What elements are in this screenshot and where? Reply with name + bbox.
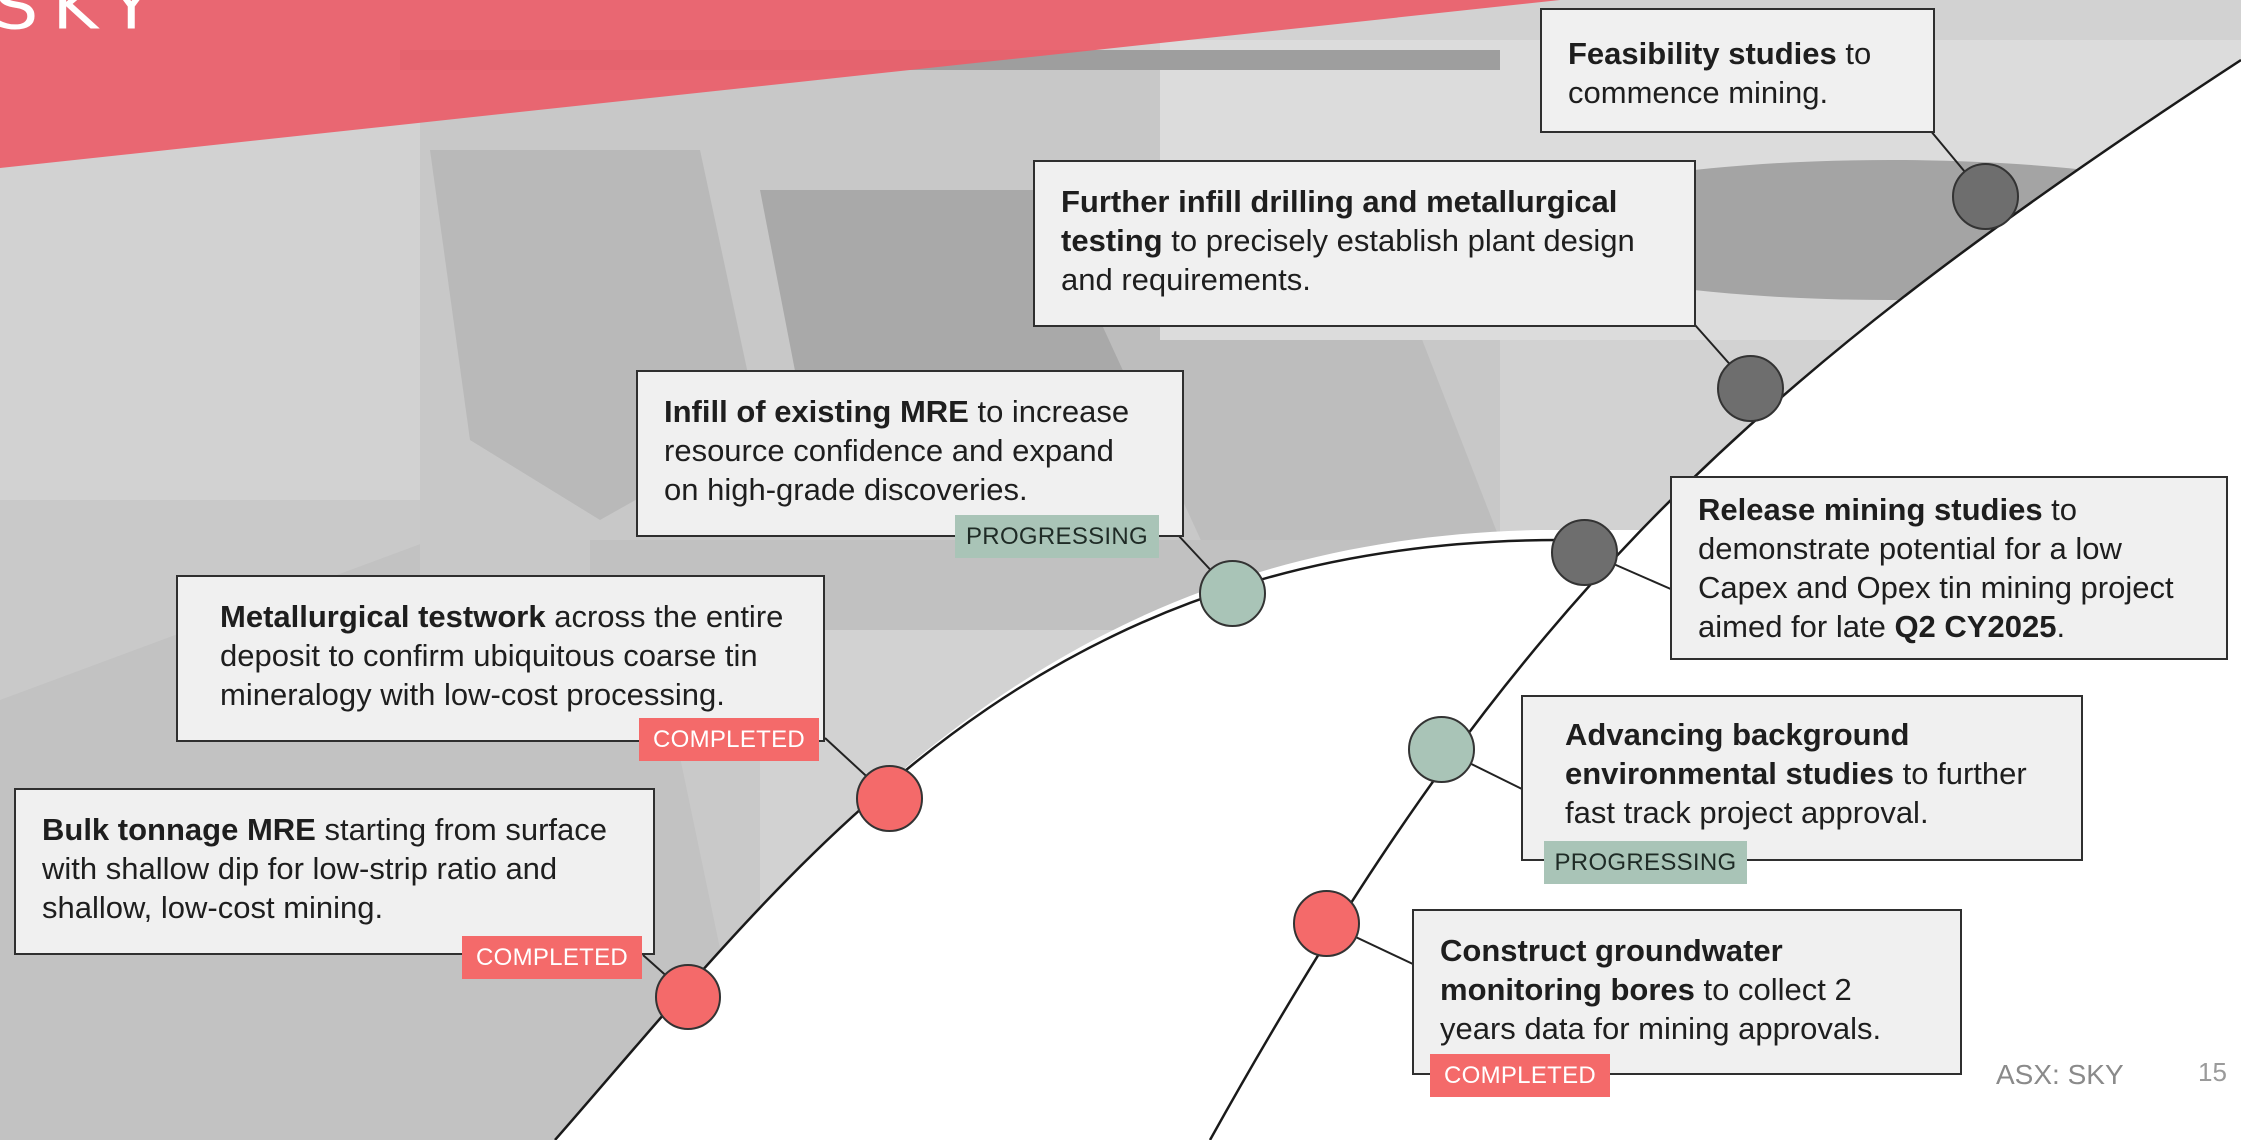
step-target-date: Q2 CY2025 — [1894, 609, 2057, 644]
step-title: Metallurgical testwork — [220, 599, 546, 634]
step-title: Feasibility studies — [1568, 36, 1837, 71]
step-title: Further infill drilling and metallurgica… — [1061, 184, 1618, 258]
step-title: Advancing background environmental studi… — [1565, 717, 1910, 791]
step-description: to demonstrate potential for a low Capex… — [1698, 492, 2174, 644]
step-box-metallurgical: Metallurgical testwork across the entire… — [176, 575, 825, 742]
status-badge-metallurgical: COMPLETED — [639, 718, 819, 761]
step-title: Infill of existing MRE — [664, 394, 969, 429]
status-badge-bulk: COMPLETED — [462, 936, 642, 979]
milestone-node-groundwater — [1293, 890, 1360, 957]
milestone-node-feasibility — [1952, 163, 2019, 230]
milestone-node-bulk — [655, 964, 721, 1030]
page-number: 15 — [2198, 1057, 2227, 1087]
milestone-node-further-infill — [1717, 355, 1784, 422]
milestone-node-environmental — [1408, 716, 1475, 783]
step-description: to increase resource confidence and expa… — [664, 394, 1130, 507]
step-description: to precisely establish plant design and … — [1061, 223, 1635, 297]
step-title: Bulk tonnage MRE — [42, 812, 316, 847]
step-title: Release mining studies — [1698, 492, 2043, 527]
red-banner — [0, 0, 1560, 168]
step-description-end: . — [2056, 609, 2066, 644]
step-box-infill-mre: Infill of existing MRE to increase resou… — [636, 370, 1184, 537]
logo-text: SKY — [0, 0, 167, 44]
step-description: across the entire deposit to confirm ubi… — [220, 599, 784, 712]
step-box-groundwater: Construct groundwater monitoring bores t… — [1412, 909, 1962, 1075]
step-description: to commence mining. — [1568, 36, 1872, 110]
step-box-feasibility: Feasibility studies to commence mining. — [1540, 8, 1935, 133]
step-description: starting from surface with shallow dip f… — [42, 812, 607, 925]
status-badge-environmental: PROGRESSING — [1544, 841, 1747, 884]
status-badge-groundwater: COMPLETED — [1430, 1054, 1610, 1097]
step-description: to further fast track project approval. — [1565, 756, 2027, 830]
milestone-node-infill — [1199, 560, 1266, 627]
step-box-environmental: Advancing background environmental studi… — [1521, 695, 2083, 861]
step-title: Construct groundwater monitoring bores — [1440, 933, 1783, 1007]
status-badge-infill: PROGRESSING — [955, 515, 1159, 558]
milestone-node-metallurgical — [856, 765, 923, 832]
step-box-further-infill: Further infill drilling and metallurgica… — [1033, 160, 1696, 327]
milestone-node-release — [1551, 519, 1618, 586]
step-box-bulk-tonnage: Bulk tonnage MRE starting from surface w… — [14, 788, 655, 955]
asx-ticker: ASX: SKY — [1996, 1059, 2124, 1090]
step-box-release-mining: Release mining studies to demonstrate po… — [1670, 476, 2228, 660]
step-description: to collect 2 years data for mining appro… — [1440, 972, 1882, 1046]
